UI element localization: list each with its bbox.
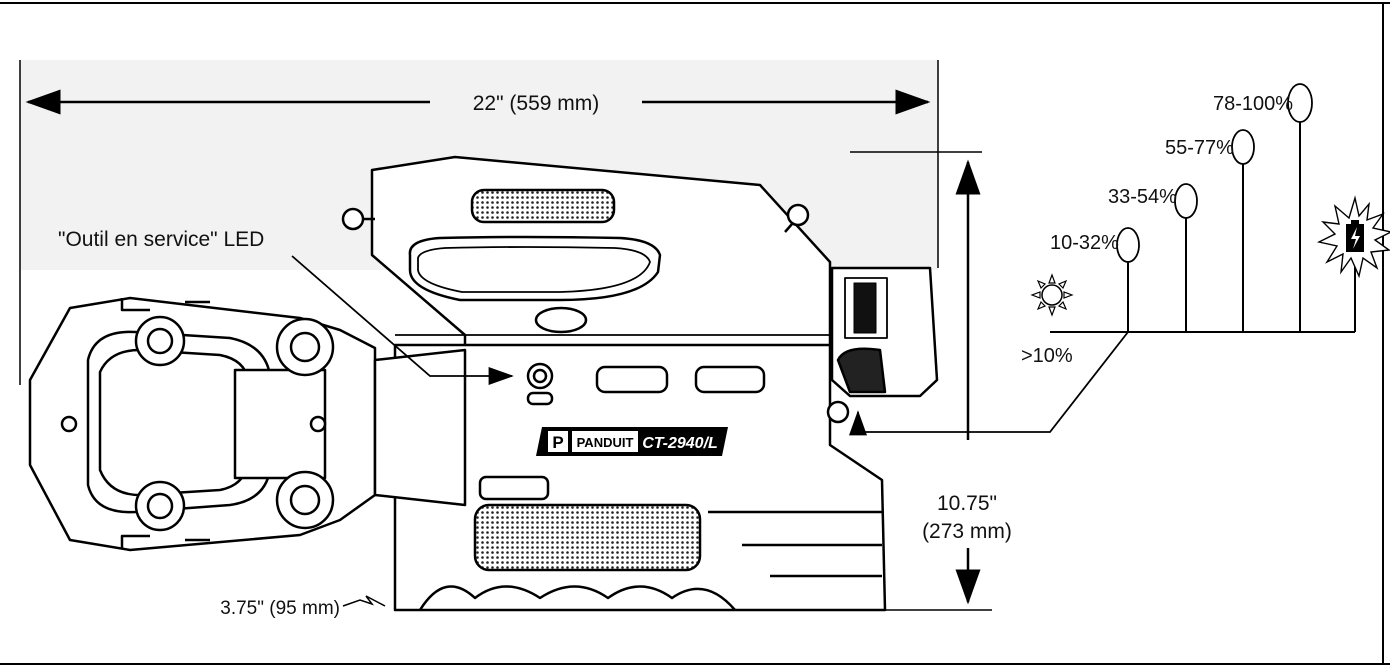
brand-badge: P PANDUIT CT-2940/L <box>536 427 728 456</box>
level-indicator-4 <box>1287 83 1313 123</box>
level-indicator-1 <box>1116 227 1140 263</box>
brand-mark: P <box>552 433 563 452</box>
hook-right <box>786 203 810 227</box>
model-label: CT-2940/L <box>642 435 718 452</box>
charging-battery-icon <box>1316 195 1390 279</box>
depth-callout: 3.75" (95 mm) <box>220 595 386 619</box>
top-vent <box>470 188 616 224</box>
lower-vent <box>473 503 702 572</box>
level-label-1: 10-32% <box>1050 232 1119 254</box>
sun-icon <box>1030 273 1074 317</box>
low-level-label: >10% <box>1021 345 1073 367</box>
battery-level-indicator: >10% 10-32% 33-54% 55-77% 78-100% <box>849 83 1390 436</box>
level-label-3: 55-77% <box>1165 137 1234 159</box>
hook-left <box>341 207 365 231</box>
led-label: "Outil en service" LED <box>58 228 264 251</box>
knob <box>534 306 588 334</box>
brand-label: PANDUIT <box>577 435 634 450</box>
width-label: 22" (559 mm) <box>473 92 600 115</box>
level-indicator-2 <box>1174 183 1198 219</box>
tool-illustration <box>28 155 939 612</box>
height-dimension: 10.75" (273 mm) <box>850 151 1012 611</box>
led-callout: "Outil en service" LED <box>58 228 514 385</box>
level-label-4: 78-100% <box>1213 93 1293 115</box>
height-label-line2: (273 mm) <box>922 520 1012 543</box>
width-dimension: 22" (559 mm) <box>19 60 939 385</box>
height-label-line1: 10.75" <box>937 492 997 515</box>
level-indicator-3 <box>1231 129 1255 165</box>
depth-label: 3.75" (95 mm) <box>220 598 340 619</box>
level-label-2: 33-54% <box>1108 186 1177 208</box>
